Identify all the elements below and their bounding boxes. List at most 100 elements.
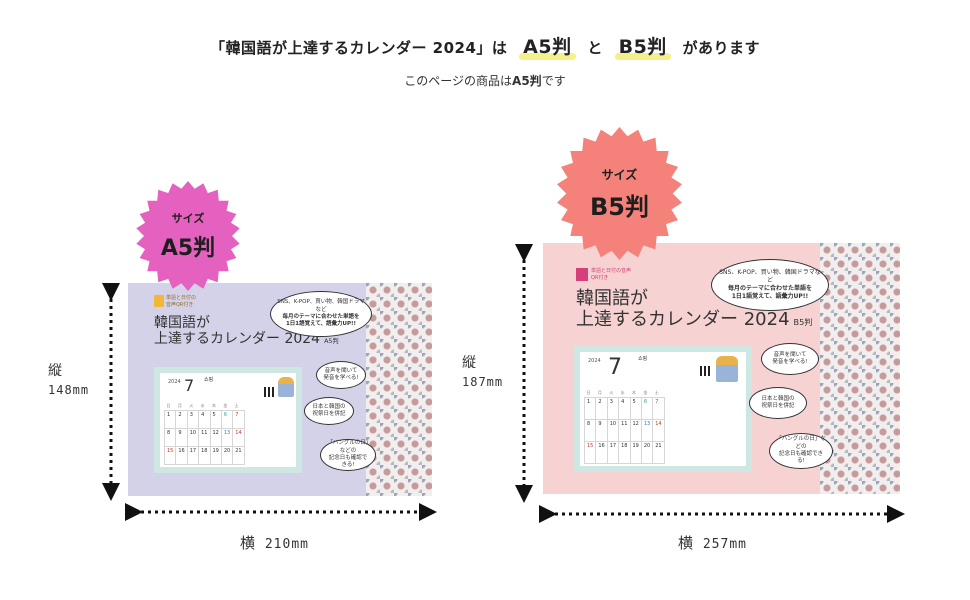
bubble-top-line-1: SNS、K-POP、買い物、韓国ドラマなど bbox=[719, 268, 821, 284]
a5-width-label: 横 210mm bbox=[240, 532, 309, 553]
calendar-day: 10 bbox=[606, 419, 620, 442]
feature-bubble-low: 日本と韓国の祝祭日を併記 bbox=[749, 387, 807, 419]
illustration-girl-icon bbox=[716, 356, 738, 382]
a5-width-label-text: 横 bbox=[240, 534, 257, 552]
pattern-strip bbox=[820, 243, 900, 494]
subheadline-size: A5判 bbox=[512, 74, 542, 88]
calendar-day: 1 bbox=[163, 410, 177, 429]
logo-text: 単語と日付の音声QR付き bbox=[591, 268, 632, 281]
subheadline: このページの商品はA5判です bbox=[0, 72, 970, 89]
a5-height-value: 148mm bbox=[48, 382, 90, 397]
calendar-day: 16 bbox=[175, 446, 188, 465]
weekday: 水 bbox=[620, 390, 625, 395]
weekday: 土 bbox=[654, 390, 659, 395]
headline-connector: と bbox=[587, 39, 603, 57]
calendar-month: 7 bbox=[184, 376, 195, 395]
size-badge-a5: サイズ A5判 bbox=[136, 181, 240, 291]
bubble-low-line-1: 日本と韓国の bbox=[761, 395, 795, 402]
calendar-day: 1 bbox=[583, 397, 597, 420]
weekday: 火 bbox=[609, 390, 614, 395]
subheadline-prefix: このページの商品は bbox=[404, 74, 513, 88]
calendar-day: 19 bbox=[209, 446, 222, 465]
b5-width-value: 257mm bbox=[702, 537, 747, 552]
b5-width-label-text: 横 bbox=[678, 534, 695, 552]
weekday: 木 bbox=[212, 403, 216, 408]
calendar-day: 20 bbox=[220, 446, 234, 465]
calendar-day: 7 bbox=[232, 410, 245, 429]
calendar-day: 4 bbox=[618, 397, 631, 420]
title-line-2-text: 上達するカレンダー 2024 bbox=[154, 331, 321, 348]
headline-size-b: B5判 bbox=[614, 32, 672, 60]
calendar-day: 15 bbox=[163, 446, 177, 465]
calendar-day: 12 bbox=[629, 419, 642, 442]
calendar-day: 8 bbox=[583, 419, 597, 442]
calendar-day: 20 bbox=[640, 441, 654, 464]
calendar-day: 3 bbox=[186, 410, 200, 429]
weekday: 金 bbox=[643, 390, 648, 395]
weekday: 火 bbox=[189, 403, 194, 408]
bubble-bot-line-2: 記念日も確認できる! bbox=[328, 455, 368, 469]
bubble-top-line-3: 1日1語覚えて、語彙力UP!! bbox=[731, 293, 809, 301]
b5-height-value: 187mm bbox=[462, 374, 504, 389]
weekday: 月 bbox=[597, 390, 602, 395]
weekday: 日 bbox=[586, 390, 591, 395]
calendar-weekdays: 日月火水木金土 bbox=[585, 389, 665, 398]
calendar-day: 3 bbox=[606, 397, 620, 420]
calendar-day: 2 bbox=[175, 410, 188, 429]
calendar-day: 6 bbox=[640, 397, 654, 420]
bubble-low-line-2: 祝祭日を併記 bbox=[761, 403, 795, 409]
bubble-low-line-2: 祝祭日を併記 bbox=[312, 411, 346, 417]
title-line-1: 韓国語が bbox=[576, 288, 648, 309]
calendar-day: 4 bbox=[198, 410, 211, 429]
pattern-strip bbox=[366, 283, 432, 496]
calendar-day: 10 bbox=[186, 428, 200, 447]
calendar-year: 2024 bbox=[168, 379, 181, 385]
logo-text: 単語と日付の音声QR付き bbox=[166, 295, 197, 308]
calendar-day: 9 bbox=[175, 428, 188, 447]
calendar-day: 13 bbox=[640, 419, 654, 442]
headline-size-a: A5判 bbox=[519, 32, 577, 60]
calendar-day: 6 bbox=[220, 410, 234, 429]
calendar-day: 15 bbox=[583, 441, 597, 464]
calendar-day: 14 bbox=[232, 428, 245, 447]
title-line-2-text: 上達するカレンダー 2024 bbox=[576, 308, 790, 330]
weekday: 日 bbox=[166, 403, 171, 408]
calendar-day: 2 bbox=[595, 397, 608, 420]
bubble-mid-line-1: 音声を聞いて bbox=[773, 351, 807, 358]
calendar-day: 16 bbox=[595, 441, 608, 464]
calendar-month: 7 bbox=[608, 355, 622, 380]
calendar-day: 7 bbox=[652, 397, 665, 420]
weekday: 木 bbox=[632, 390, 636, 395]
bubble-low-line-1: 日本と韓国の bbox=[312, 403, 346, 410]
badge-label: サイズ bbox=[601, 167, 638, 182]
calendar-day: 8 bbox=[163, 428, 177, 447]
bubble-mid-line-1: 音声を聞いて bbox=[324, 367, 358, 374]
calendar-day: 5 bbox=[209, 410, 222, 429]
badge-label: サイズ bbox=[171, 212, 205, 225]
calendar-word: 쇼핑 bbox=[204, 377, 214, 383]
calendar-day: 17 bbox=[186, 446, 200, 465]
title-line-1: 韓国語が bbox=[154, 315, 210, 331]
b5-height-label: 縦 187mm bbox=[462, 354, 503, 390]
calendar-day: 12 bbox=[209, 428, 222, 447]
calendar-day: 17 bbox=[606, 441, 620, 464]
qr-code-icon bbox=[264, 387, 274, 397]
b5-height-label-text: 縦 bbox=[462, 355, 477, 371]
bubble-top-line-3: 1日1語覚えて、語彙力UP!! bbox=[285, 321, 357, 328]
weekday: 金 bbox=[223, 403, 228, 408]
bubble-bot-line-1: 「ハングルの日」などの bbox=[327, 440, 369, 454]
weekday: 月 bbox=[177, 403, 182, 408]
edition-label: B5判 bbox=[793, 316, 813, 327]
